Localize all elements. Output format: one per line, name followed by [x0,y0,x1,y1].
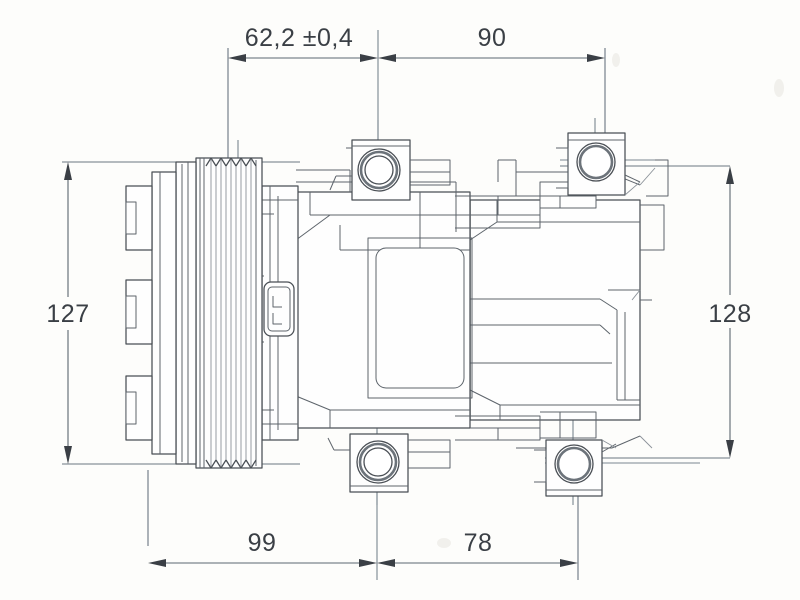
pulley-groove-lines [210,160,252,466]
dimension-label-99: 99 [248,529,277,557]
dimension-top-right: 90 [378,24,605,62]
clutch-plate-tab-3 [125,375,153,441]
dimension-label-127: 127 [46,300,89,328]
mounting-boss-top-right [556,132,641,196]
dimension-top-left: 62,2 ±0,4 [228,24,378,62]
clutch-front-plate [125,161,197,465]
dimension-label-128: 128 [708,300,751,328]
dimension-label-62.2: 62,2 ±0,4 [245,24,354,52]
dimension-right: 128 [708,166,751,458]
dimension-label-78: 78 [464,529,493,557]
dimension-label-90: 90 [478,24,507,52]
mounting-boss-bottom-right [534,439,617,497]
pulley [195,157,263,469]
pulley-grooves-bottom [205,459,257,469]
clutch-plate-tab-2 [125,279,153,345]
compressor-assembly [125,132,669,497]
mounting-boss-bottom-left [327,433,451,493]
pulley-grooves-top [205,157,257,167]
clutch-plate-tab-1 [125,185,153,251]
dimension-bottom-right: 78 [377,529,578,567]
dimension-bottom-left: 99 [148,529,377,567]
mounting-boss-top-left [329,139,451,201]
name-plate [367,237,473,399]
dimension-left: 127 [46,162,89,464]
rear-housing [469,199,665,421]
